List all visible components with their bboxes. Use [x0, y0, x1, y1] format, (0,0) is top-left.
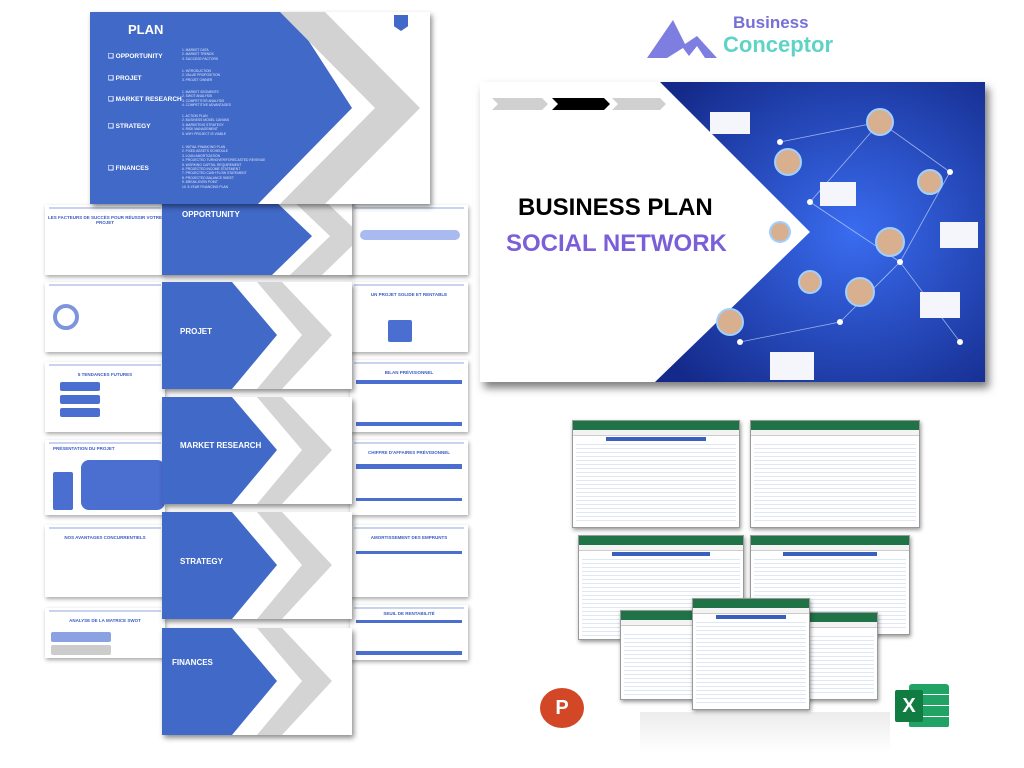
- slide-thumb[interactable]: [45, 282, 165, 352]
- plan-subitem: 1. INITIAL FINANCING PLAN: [182, 145, 226, 149]
- section-slide-market-research[interactable]: MARKET RESEARCH: [162, 397, 352, 504]
- spreadsheet-thumb[interactable]: [572, 420, 740, 528]
- section-title: STRATEGY: [180, 557, 223, 566]
- plan-slide[interactable]: PLAN ❑ OPPORTUNITY ❑ PROJET ❑ MARKET RES…: [90, 12, 430, 204]
- plan-subitem: 3. LOAN AMORTIZATION: [182, 153, 220, 158]
- plan-subitem: 3. PROJET OWNER: [182, 77, 213, 82]
- slide-thumb-title: NOS AVANTAGES CONCURRENTIELS: [64, 535, 146, 540]
- excel-icon: X: [895, 682, 951, 730]
- plan-subitem: 2. MARKET TRENDS: [182, 52, 214, 57]
- plan-subitem: 3. SUCCESS FACTORS: [182, 56, 219, 61]
- plan-item[interactable]: ❑ STRATEGY: [108, 123, 151, 130]
- plan-subitem: 8. PROJECTED BALANCE SHEET: [182, 175, 234, 180]
- slide-thumb-title: SEUIL DE RENTABILITÉ: [383, 611, 435, 616]
- plan-subitem: 9. BREAK-EVEN POINT: [182, 180, 218, 185]
- mountain-logo-icon: [647, 20, 717, 58]
- shield-icon: [394, 15, 408, 31]
- plan-subitem: 1. MARKET SEGMENTS: [182, 90, 219, 94]
- plan-item[interactable]: ❑ OPPORTUNITY: [108, 53, 163, 60]
- cover-title: BUSINESS PLAN: [518, 194, 713, 221]
- section-title: MARKET RESEARCH: [180, 441, 262, 450]
- plan-subitem: 3. MARKETING STRATEGY: [182, 122, 224, 127]
- slide-thumb[interactable]: 5 TENDANCES FUTURES: [45, 362, 165, 432]
- plan-subitem: 2. BUSINESS MODEL CANVAS: [182, 118, 230, 123]
- slide-thumb[interactable]: UN PROJET SOLIDE ET RENTABLE: [350, 282, 468, 352]
- section-slide-finances[interactable]: FINANCES: [162, 628, 352, 735]
- section-title: OPPORTUNITY: [182, 210, 240, 219]
- slide-thumb[interactable]: SEUIL DE RENTABILITÉ: [350, 605, 468, 660]
- excel-icon-letter: X: [895, 690, 923, 722]
- slide-thumb[interactable]: ANALYSE DE LA MATRICE SWOT: [45, 608, 165, 658]
- slide-thumb-title: PRÉSENTATION DU PROJET: [53, 446, 115, 451]
- section-title: PROJET: [180, 327, 213, 336]
- slide-thumb-title: CHIFFRE D'AFFAIRES PRÉVISIONNEL: [367, 450, 451, 455]
- powerpoint-icon: P: [540, 688, 584, 728]
- section-title: FINANCES: [172, 658, 213, 667]
- logo-business: Business: [733, 13, 809, 32]
- slide-thumb[interactable]: [350, 205, 468, 275]
- slide-thumb[interactable]: LES FACTEURS DE SUCCÈS POUR RÉUSSIR VOTR…: [45, 205, 165, 275]
- plan-item[interactable]: ❑ FINANCES: [108, 165, 149, 172]
- plan-subitem: 7. PROJECTED CASH FLOW STATEMENT: [182, 171, 247, 176]
- plan-subitem: 5. WHY PROJECT IS VIABLE: [182, 131, 227, 136]
- business-conceptor-logo: Business Conceptor: [645, 14, 855, 60]
- slide-thumb[interactable]: NOS AVANTAGES CONCURRENTIELS: [45, 525, 165, 597]
- slide-thumb-title: ANALYSE DE LA MATRICE SWOT: [69, 618, 141, 623]
- spreadsheet-thumb[interactable]: [800, 612, 878, 700]
- slide-thumb-title: LES FACTEURS DE SUCCÈS POUR RÉUSSIR VOTR…: [47, 215, 163, 225]
- social-network-image: [492, 82, 985, 382]
- section-slide-strategy[interactable]: STRATEGY: [162, 512, 352, 619]
- plan-subitem: 2. SWOT ANALYSIS: [182, 94, 213, 99]
- plan-subitem: 4. COMPETITIVE ADVANTAGES: [182, 103, 231, 108]
- plan-subitem: 5. WORKING CAPITAL REQUIREMENT: [182, 162, 242, 167]
- plan-subitem: 4. RISK MANAGEMENT: [182, 127, 218, 132]
- plan-title: PLAN: [128, 22, 164, 37]
- spreadsheet-thumb[interactable]: [692, 598, 810, 710]
- plan-subitem: 10. 5-YEAR FINANCING PLAN: [182, 184, 228, 189]
- cover-subtitle: SOCIAL NETWORK: [506, 230, 727, 257]
- logo-conceptor: Conceptor: [723, 32, 833, 57]
- plan-subitem: 2. VALUE PROPOSITION: [182, 73, 221, 78]
- plan-subitem: 2. FIXED ASSETS SCHEDULE: [182, 149, 228, 154]
- slide-thumb-title: BILAN PRÉVISIONNEL: [384, 370, 434, 375]
- plan-subitem: 3. COMPETITOR ANALYSIS: [182, 98, 225, 103]
- cover-slide[interactable]: BUSINESS PLAN SOCIAL NETWORK: [480, 82, 985, 382]
- slide-thumb[interactable]: BILAN PRÉVISIONNEL: [350, 360, 468, 432]
- section-slide-projet[interactable]: PROJET: [162, 282, 352, 389]
- plan-subitem: 1. INTRODUCTION: [182, 69, 211, 73]
- slide-thumb[interactable]: CHIFFRE D'AFFAIRES PRÉVISIONNEL: [350, 440, 468, 515]
- plan-subitem: 1. MARKET DATA: [182, 48, 209, 52]
- slide-thumb-title: AMORTISSEMENT DES EMPRUNTS: [370, 535, 448, 540]
- slide-thumb-title: UN PROJET SOLIDE ET RENTABLE: [370, 292, 448, 297]
- section-slide-opportunity[interactable]: OPPORTUNITY: [162, 198, 352, 275]
- plan-subitem: 6. PROJECTED INCOME STATEMENT: [182, 167, 241, 172]
- plan-subitem: 1. ACTION PLAN: [182, 114, 208, 118]
- plan-subitem: 4. PROJECTED TURNOVER/FORECASTED REVENUE: [182, 158, 266, 163]
- slide-thumb[interactable]: AMORTISSEMENT DES EMPRUNTS: [350, 525, 468, 597]
- spreadsheet-thumb[interactable]: [750, 420, 920, 528]
- plan-item[interactable]: ❑ MARKET RESEARCH: [108, 96, 182, 103]
- slide-thumb[interactable]: PRÉSENTATION DU PROJET: [45, 440, 165, 515]
- plan-item[interactable]: ❑ PROJET: [108, 75, 142, 82]
- slide-thumb-title: 5 TENDANCES FUTURES: [77, 372, 133, 377]
